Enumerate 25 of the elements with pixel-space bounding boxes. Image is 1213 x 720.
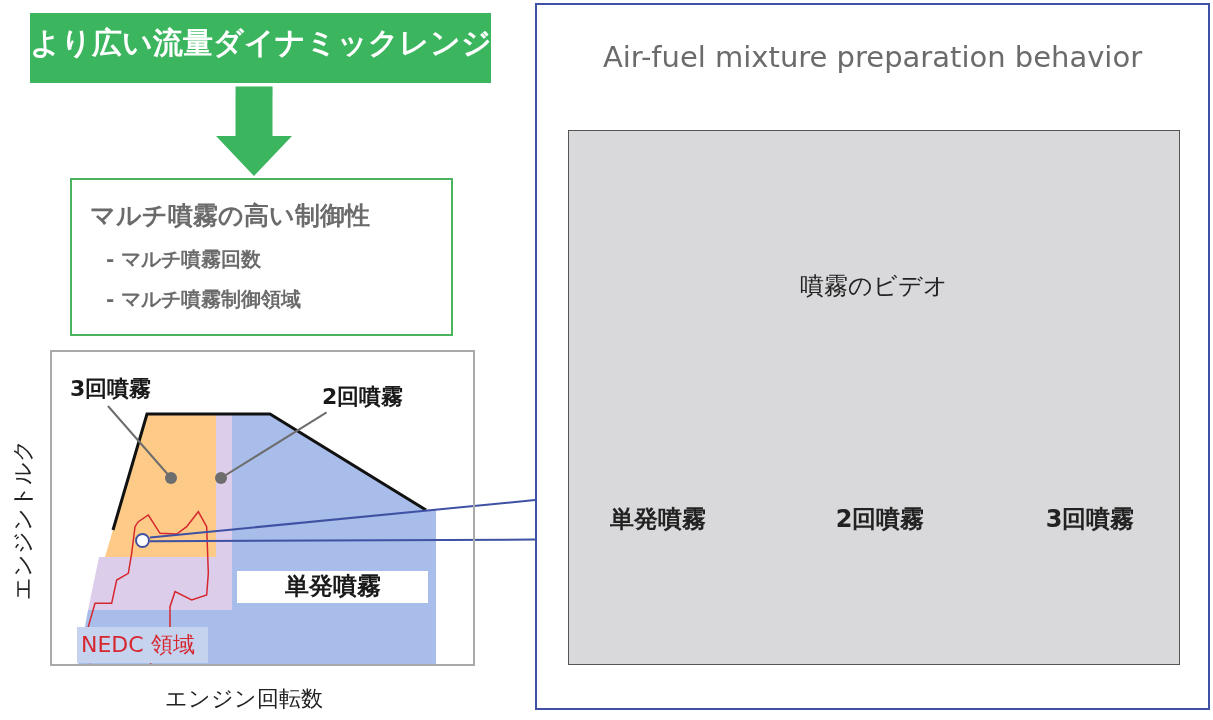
region-label-text: 単発噴霧 [284,573,381,601]
leader-line [215,411,328,484]
region-label-text: NEDC 領域 [77,627,208,664]
arrow [216,86,292,176]
spray-label: 単発噴霧 [610,506,706,534]
banner-text: より広い流量ダイナミックレンジ [29,26,492,61]
axis-label: エンジントルク [10,439,36,600]
zoom-line [149,538,536,543]
region-label-box [237,571,428,603]
text-box [70,178,453,336]
video-caption: 噴霧のビデオ [800,273,948,301]
list-item: - マルチ噴霧回数 [106,248,262,271]
spray-label: 3回噴霧 [1045,506,1135,534]
spray-label: 2回噴霧 [835,506,925,534]
zoom-line [149,499,536,539]
title-banner [30,13,491,83]
panel-title: Air-fuel mixture preparation behavior [602,41,1143,75]
heading-text: マルチ噴霧の高い制御性 [90,202,370,231]
video-frame [568,130,1180,665]
leader-line [106,405,177,484]
axis-label: エンジン回転数 [165,686,323,712]
video-panel [535,3,1210,710]
list-item: - マルチ噴霧制御領域 [106,288,302,311]
region-label-text: 2回噴霧 [322,384,404,410]
region-label-text: 3回噴霧 [70,376,152,402]
